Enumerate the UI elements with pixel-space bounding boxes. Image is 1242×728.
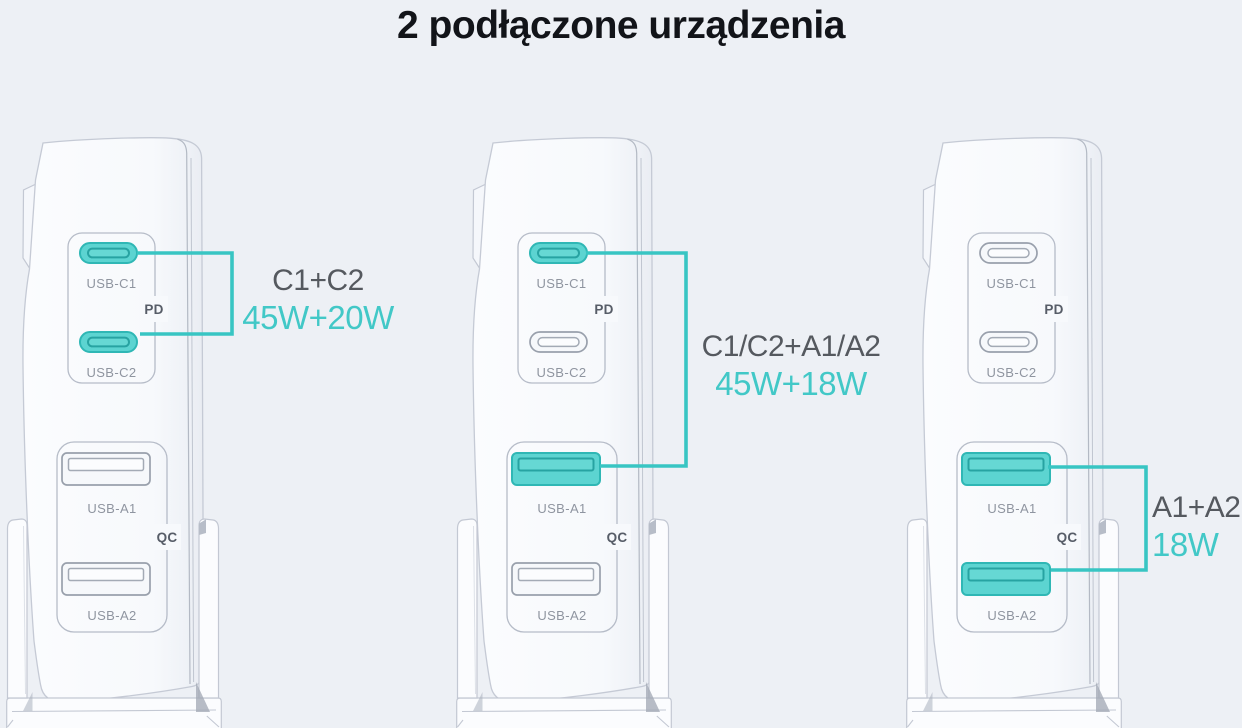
pd-label-halo <box>1042 296 1068 322</box>
annotation-middle: C1/C2+A1/A2 45W+18W <box>696 328 886 402</box>
usb-a1-port <box>61 452 151 486</box>
usb-a2-label: USB-A2 <box>987 608 1036 623</box>
annotation-right-power: 18W <box>1152 526 1219 563</box>
qc-label: QC <box>1057 530 1078 545</box>
charger-middle: USB-C1 PD USB-C2 USB-A1 QC USB-A2 <box>456 136 690 728</box>
usb-c2-label: USB-C2 <box>986 365 1036 380</box>
usb-a1-label: USB-A1 <box>87 501 136 516</box>
usb-c1-port <box>529 242 588 264</box>
usb-c1-label: USB-C1 <box>536 276 586 291</box>
usb-a2-port <box>511 562 601 596</box>
stand-left-shadow <box>23 692 33 711</box>
charger-right: USB-C1 PD USB-C2 USB-A1 QC USB-A2 <box>906 136 1140 728</box>
usb-a2-port <box>961 562 1051 596</box>
usb-c2-port <box>979 331 1038 353</box>
usb-c1-port <box>979 242 1038 264</box>
usb-c2-label: USB-C2 <box>536 365 586 380</box>
annotation-right-combo: A1+A2 <box>1152 491 1241 524</box>
pd-label: PD <box>1044 302 1063 317</box>
annotation-middle-power: 45W+18W <box>715 365 867 402</box>
annotation-left-power: 45W+20W <box>242 299 394 336</box>
stand-left-post-shade-line <box>23 525 26 695</box>
annotation-right: A1+A2 18W <box>1152 489 1242 563</box>
usb-c2-label: USB-C2 <box>86 365 136 380</box>
annotation-middle-combo: C1/C2+A1/A2 <box>701 330 881 363</box>
stand-corner-right <box>1106 715 1120 728</box>
front-edge-seam <box>627 138 641 685</box>
pd-label: PD <box>144 302 163 317</box>
stand-right-shadow <box>646 682 660 712</box>
annotation-left-combo: C1+C2 <box>272 264 364 297</box>
front-edge-seam <box>177 138 191 685</box>
stand-left-post <box>906 518 928 699</box>
stand-base-line <box>911 709 1117 713</box>
usb-a2-port <box>61 562 151 596</box>
usb-c1-label: USB-C1 <box>86 276 136 291</box>
usb-c1-label: USB-C1 <box>986 276 1036 291</box>
charger-middle-art: USB-C1 PD USB-C2 USB-A1 QC USB-A2 <box>456 137 672 728</box>
page-title: 2 podłączone urządzenia <box>397 4 845 47</box>
usb-a1-label: USB-A1 <box>987 501 1036 516</box>
stand-left-post <box>6 518 28 699</box>
side-edge-seam <box>1090 157 1095 683</box>
pd-label: PD <box>594 302 613 317</box>
charger-left: USB-C1 PD USB-C2 USB-A1 QC USB-A2 <box>6 136 240 728</box>
stand-right-shadow <box>1096 682 1110 712</box>
qc-label: QC <box>157 530 178 545</box>
stand-right-post-facet <box>649 519 656 535</box>
stand-corner-left <box>907 719 914 728</box>
stand-corner-left <box>457 719 464 728</box>
usb-c2-port <box>529 331 588 353</box>
stand-right-post <box>648 518 670 699</box>
stand-right-post-facet <box>199 519 206 535</box>
usb-a2-label: USB-A2 <box>537 608 586 623</box>
usb-c2-port <box>79 331 138 353</box>
usb-c1-port <box>79 242 138 264</box>
usb-a1-port <box>511 452 601 486</box>
stand-corner-right <box>656 715 670 728</box>
front-edge-seam <box>1077 138 1091 685</box>
stand-right-post <box>1098 518 1120 699</box>
qc-label-halo <box>603 524 631 550</box>
stand-base-line <box>11 709 217 713</box>
usb-a1-port <box>961 452 1051 486</box>
stand-corner-left <box>7 719 14 728</box>
stand-corner-right <box>206 715 220 728</box>
qc-label: QC <box>607 530 628 545</box>
stand-right-shadow <box>196 682 210 712</box>
stand-left-shadow <box>473 692 483 711</box>
stand-base <box>906 697 1122 728</box>
annotation-left: C1+C2 45W+20W <box>232 262 404 336</box>
stand-base-line <box>461 709 667 713</box>
charger-left-art: USB-C1 PD USB-C2 USB-A1 QC USB-A2 <box>6 137 222 728</box>
stand-right-post <box>198 518 220 699</box>
usb-a1-label: USB-A1 <box>537 501 586 516</box>
stand-left-post-shade-line <box>923 525 926 695</box>
stand-base <box>6 697 222 728</box>
usb-a2-label: USB-A2 <box>87 608 136 623</box>
stand-base <box>456 697 672 728</box>
stand-left-post-shade-line <box>473 525 476 695</box>
side-edge-seam <box>190 157 195 683</box>
stand-left-post <box>456 518 478 699</box>
qc-label-halo <box>153 524 181 550</box>
charger-right-art: USB-C1 PD USB-C2 USB-A1 QC USB-A2 <box>906 137 1122 728</box>
stand-left-shadow <box>923 692 933 711</box>
